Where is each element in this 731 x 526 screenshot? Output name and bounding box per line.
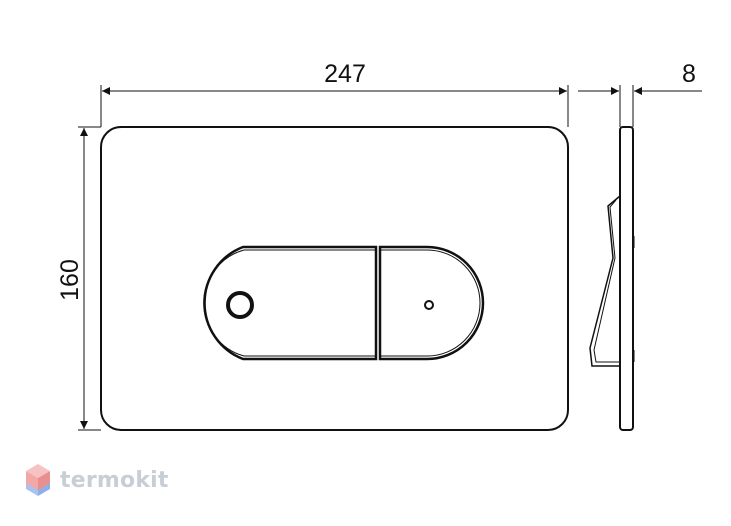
- large-flush-button: [203, 245, 378, 361]
- width-label: 247: [324, 60, 366, 88]
- side-view: [589, 126, 635, 431]
- plate-outline: [100, 126, 569, 431]
- large-flush-symbol: [226, 291, 254, 319]
- height-dimension: 160: [56, 126, 101, 431]
- side-view-mounting-bracket: [589, 195, 621, 367]
- small-flush-button: [378, 245, 485, 361]
- flush-button-group: [203, 245, 485, 361]
- height-label: 160: [56, 259, 84, 301]
- watermark: termokit: [24, 462, 169, 498]
- watermark-text: termokit: [60, 467, 169, 493]
- depth-label: 8: [682, 60, 696, 88]
- depth-dimension: 8: [578, 60, 702, 127]
- termokit-logo-icon: [26, 464, 50, 496]
- width-dimension: 247: [100, 60, 569, 127]
- small-flush-symbol: [424, 300, 434, 310]
- side-view-plate: [619, 126, 634, 431]
